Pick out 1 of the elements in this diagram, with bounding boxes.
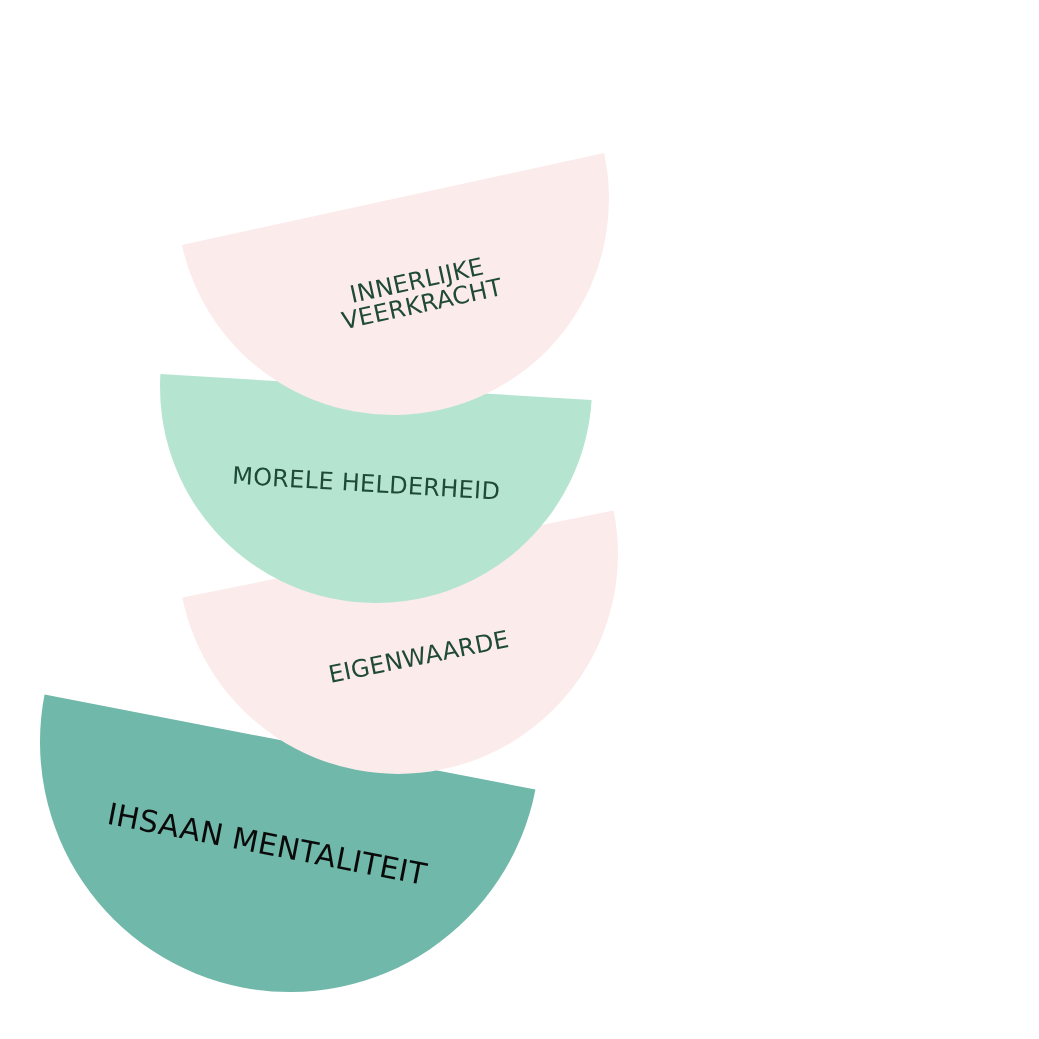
shape-label: MORELE HELDERHEID — [230, 461, 502, 506]
